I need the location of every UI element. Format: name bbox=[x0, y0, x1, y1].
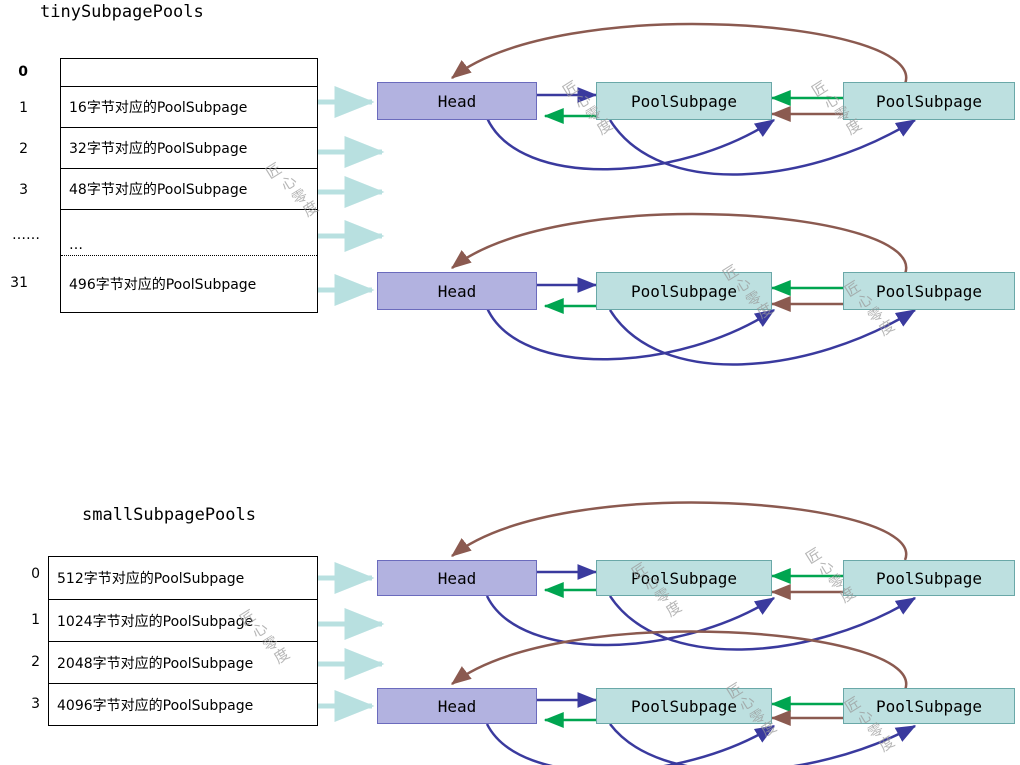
table-row: 48字节对应的PoolSubpage bbox=[61, 169, 317, 210]
row-index-2: 2 bbox=[19, 141, 28, 157]
watermark-glyph: 心 bbox=[571, 89, 594, 113]
small-subpage-pools-table: 512字节对应的PoolSubpage 1024字节对应的PoolSubpage… bbox=[48, 556, 318, 726]
row-index-3: 3 bbox=[31, 696, 40, 712]
watermark-glyph: 匠 bbox=[559, 77, 582, 101]
table-row: 512字节对应的PoolSubpage bbox=[49, 557, 317, 600]
table-row: 2048字节对应的PoolSubpage bbox=[49, 642, 317, 684]
row-index-3: 3 bbox=[19, 182, 28, 198]
row-index-2: 2 bbox=[31, 654, 40, 670]
head-node: Head bbox=[377, 82, 537, 120]
head-node: Head bbox=[377, 272, 537, 310]
poolsubpage-node: PoolSubpage bbox=[843, 560, 1015, 596]
poolsubpage-node: PoolSubpage bbox=[596, 688, 772, 724]
row-index-0: 0 bbox=[31, 566, 40, 582]
section-title-small: smallSubpagePools bbox=[82, 505, 256, 525]
watermark-glyph: 心 bbox=[820, 89, 843, 113]
poolsubpage-node: PoolSubpage bbox=[596, 560, 772, 596]
head-node: Head bbox=[377, 560, 537, 596]
table-connectors-tiny bbox=[318, 85, 385, 306]
poolsubpage-node: PoolSubpage bbox=[596, 82, 772, 120]
watermark-glyph: 度 bbox=[875, 732, 898, 756]
table-row bbox=[61, 59, 317, 87]
table-row: 4096字节对应的PoolSubpage bbox=[57, 697, 254, 714]
table-connectors-small bbox=[318, 561, 385, 722]
watermark-glyph: 匠 bbox=[802, 544, 825, 568]
poolsubpage-node: PoolSubpage bbox=[843, 688, 1015, 724]
table-row: 16字节对应的PoolSubpage bbox=[61, 87, 317, 128]
poolsubpage-node: PoolSubpage bbox=[843, 82, 1015, 120]
row-index-31: 31 bbox=[10, 275, 28, 291]
poolsubpage-node: PoolSubpage bbox=[843, 272, 1015, 310]
section-title-tiny: tinySubpagePools bbox=[40, 2, 204, 22]
row-index-1: 1 bbox=[19, 100, 28, 116]
poolsubpage-node: PoolSubpage bbox=[596, 272, 772, 310]
table-row: 1024字节对应的PoolSubpage bbox=[49, 600, 317, 642]
table-row: 32字节对应的PoolSubpage bbox=[61, 128, 317, 169]
watermark-glyph: 度 bbox=[875, 316, 898, 340]
row-index-1: 1 bbox=[31, 612, 40, 628]
watermark-glyph: 度 bbox=[662, 597, 685, 621]
table-row: 496字节对应的PoolSubpage bbox=[69, 277, 257, 293]
table-row: … bbox=[61, 210, 317, 256]
watermark-glyph: 心 bbox=[814, 556, 837, 580]
tiny-subpage-pools-table: 16字节对应的PoolSubpage 32字节对应的PoolSubpage 48… bbox=[60, 58, 318, 313]
watermark-glyph: 匠 bbox=[808, 77, 831, 101]
row-index-ellipsis: …… bbox=[12, 227, 40, 243]
row-index-0: 0 bbox=[18, 64, 28, 80]
head-node: Head bbox=[377, 688, 537, 724]
